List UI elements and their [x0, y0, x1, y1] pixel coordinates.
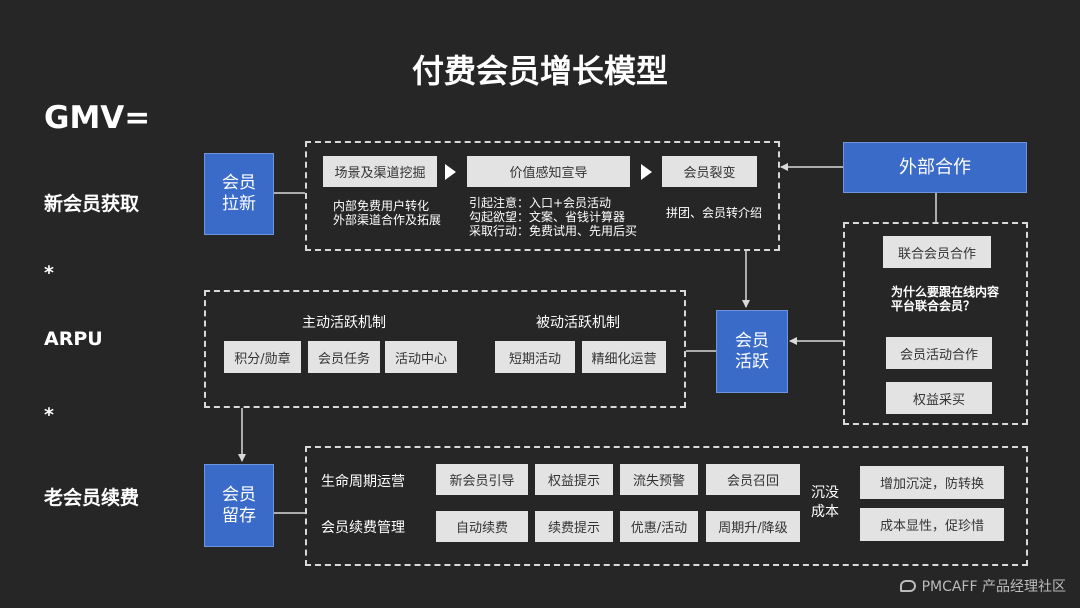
note-member-fission: 拼团、会员转介绍 [666, 206, 763, 220]
watermark: PMCAFF 产品经理社区 [899, 576, 1066, 596]
node-external-partnership: 外部合作 [843, 142, 1027, 193]
active-mechanism-title: 主动活跃机制 [302, 315, 386, 331]
outcome-prevent-switching: 增加沉淀，防转换 [860, 466, 1004, 499]
lifecycle-label: 生命周期运营 [321, 474, 405, 490]
note-value-perception: 引起注意：入口+会员活动 勾起欲望：文案、省钱计算器 采取行动：免费试用、先用后… [469, 196, 638, 238]
formula-arpu: ARPU [44, 328, 103, 350]
item-cycle-upgrade-downgrade: 周期升/降级 [706, 511, 800, 542]
formula-new-member: 新会员获取 [44, 193, 140, 215]
passive-mechanism-title: 被动活跃机制 [536, 315, 620, 331]
formula-gmv: GMV= [44, 100, 151, 136]
page-title: 付费会员增长模型 [411, 52, 668, 90]
step-member-fission: 会员裂变 [662, 156, 757, 187]
step-scene-channel: 场景及渠道挖掘 [323, 156, 437, 187]
arrow-right-icon [445, 164, 456, 180]
item-activity-partnership: 会员活动合作 [886, 337, 992, 369]
formula-multiply-1: * [44, 262, 54, 284]
sunk-cost-label: 沉没 成本 [811, 485, 839, 520]
node-member-acquisition: 会员 拉新 [204, 153, 274, 235]
step-value-perception: 价值感知宣导 [467, 156, 630, 187]
retention-box [305, 446, 1028, 566]
item-renewal-reminder: 续费提示 [535, 511, 613, 542]
item-rights-reminder: 权益提示 [535, 464, 613, 495]
item-churn-warning: 流失预警 [620, 464, 698, 495]
item-new-member-guide: 新会员引导 [436, 464, 528, 495]
chat-bubble-icon [899, 580, 916, 592]
item-rights-procurement: 权益采买 [886, 382, 992, 414]
item-member-recall: 会员召回 [706, 464, 800, 495]
item-refined-operations: 精细化运营 [582, 341, 666, 373]
partnership-box [843, 222, 1028, 425]
item-member-tasks: 会员任务 [308, 341, 380, 373]
item-points-badges: 积分/勋章 [224, 341, 301, 373]
item-short-term-events: 短期活动 [495, 341, 575, 373]
acquisition-box [305, 141, 780, 251]
renewal-management-label: 会员续费管理 [321, 520, 405, 536]
item-joint-membership: 联合会员合作 [883, 236, 991, 268]
item-discount-activity: 优惠/活动 [620, 511, 698, 542]
arrow-right-icon [641, 164, 652, 180]
note-why-joint: 为什么要跟在线内容 平台联合会员？ [891, 285, 1000, 313]
item-activity-center: 活动中心 [385, 341, 457, 373]
item-auto-renewal: 自动续费 [436, 511, 528, 542]
node-member-retention: 会员 留存 [204, 464, 274, 547]
node-member-activity: 会员 活跃 [716, 310, 788, 393]
activity-box [204, 290, 686, 408]
formula-multiply-2: * [44, 404, 54, 426]
formula-renewal: 老会员续费 [44, 487, 140, 509]
outcome-cost-visibility: 成本显性，促珍惜 [860, 508, 1004, 541]
note-scene-channel: 内部免费用户转化 外部渠道合作及拓展 [333, 199, 442, 227]
watermark-text: PMCAFF 产品经理社区 [921, 579, 1066, 595]
